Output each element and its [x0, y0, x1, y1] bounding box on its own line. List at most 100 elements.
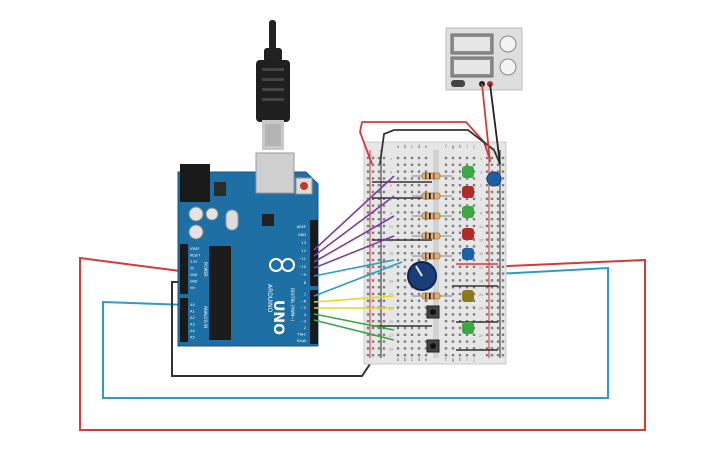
breadboard-hole[interactable] — [496, 204, 500, 207]
breadboard-hole[interactable] — [366, 211, 370, 214]
push-button[interactable] — [426, 339, 440, 353]
breadboard-hole[interactable] — [396, 163, 400, 166]
breadboard-hole[interactable] — [403, 197, 407, 200]
breadboard-hole[interactable] — [410, 347, 414, 350]
breadboard-hole[interactable] — [485, 258, 489, 262]
breadboard-hole[interactable] — [396, 245, 400, 248]
breadboard-hole[interactable] — [485, 313, 489, 316]
breadboard-hole[interactable] — [444, 238, 448, 241]
breadboard-hole[interactable] — [465, 224, 469, 228]
breadboard-hole[interactable] — [377, 245, 381, 248]
breadboard-hole[interactable] — [496, 190, 500, 194]
breadboard-hole[interactable] — [465, 286, 469, 289]
breadboard-hole[interactable] — [496, 258, 500, 262]
breadboard-hole[interactable] — [417, 218, 421, 221]
breadboard-hole[interactable] — [417, 170, 421, 173]
breadboard-hole[interactable] — [444, 177, 448, 180]
breadboard-hole[interactable] — [403, 170, 407, 173]
breadboard-hole[interactable] — [465, 320, 469, 323]
breadboard-hole[interactable] — [451, 313, 455, 316]
breadboard-hole[interactable] — [496, 286, 500, 289]
breadboard-hole[interactable] — [451, 190, 455, 194]
breadboard-hole[interactable] — [444, 231, 448, 234]
breadboard-hole[interactable] — [465, 163, 469, 166]
breadboard-hole[interactable] — [485, 170, 489, 173]
breadboard-hole[interactable] — [444, 190, 448, 194]
breadboard-hole[interactable] — [472, 286, 476, 289]
breadboard-hole[interactable] — [382, 190, 386, 194]
breadboard-hole[interactable] — [377, 170, 381, 173]
wire-purple[interactable] — [313, 215, 395, 263]
breadboard-hole[interactable] — [490, 354, 494, 357]
breadboard-hole[interactable] — [485, 184, 489, 187]
breadboard-hole[interactable] — [490, 211, 494, 214]
breadboard-hole[interactable] — [458, 320, 462, 323]
breadboard-hole[interactable] — [371, 258, 375, 262]
breadboard-hole[interactable] — [403, 190, 407, 194]
breadboard-hole[interactable] — [377, 177, 381, 180]
breadboard-hole[interactable] — [366, 218, 370, 221]
breadboard-hole[interactable] — [403, 231, 407, 234]
breadboard-hole[interactable] — [417, 333, 421, 336]
breadboard-hole[interactable] — [424, 320, 428, 323]
breadboard-hole[interactable] — [458, 272, 462, 275]
breadboard-hole[interactable] — [472, 204, 476, 207]
breadboard-hole[interactable] — [444, 170, 448, 173]
breadboard-hole[interactable] — [490, 320, 494, 323]
breadboard-hole[interactable] — [458, 265, 462, 268]
breadboard-hole[interactable] — [396, 204, 400, 207]
breadboard-hole[interactable] — [458, 286, 462, 289]
breadboard-hole[interactable] — [490, 197, 494, 200]
breadboard-hole[interactable] — [458, 340, 462, 343]
breadboard-hole[interactable] — [451, 184, 455, 187]
breadboard-hole[interactable] — [501, 340, 505, 343]
breadboard-hole[interactable] — [490, 252, 494, 255]
wire-green[interactable] — [313, 313, 395, 331]
breadboard-hole[interactable] — [403, 326, 407, 330]
breadboard-hole[interactable] — [501, 272, 505, 275]
breadboard-hole[interactable] — [424, 299, 428, 302]
breadboard-hole[interactable] — [396, 320, 400, 323]
breadboard-hole[interactable] — [451, 197, 455, 200]
breadboard-hole[interactable] — [501, 211, 505, 214]
breadboard-hole[interactable] — [451, 238, 455, 241]
breadboard-hole[interactable] — [417, 184, 421, 187]
breadboard-hole[interactable] — [485, 340, 489, 343]
breadboard-hole[interactable] — [472, 163, 476, 166]
power-switch[interactable] — [451, 80, 465, 87]
led-green[interactable] — [462, 166, 474, 178]
breadboard-hole[interactable] — [485, 211, 489, 214]
breadboard-hole[interactable] — [396, 224, 400, 228]
breadboard-hole[interactable] — [396, 211, 400, 214]
breadboard-hole[interactable] — [417, 306, 421, 309]
breadboard-hole[interactable] — [465, 218, 469, 221]
breadboard-hole[interactable] — [366, 184, 370, 187]
breadboard-hole[interactable] — [458, 245, 462, 248]
breadboard-hole[interactable] — [496, 326, 500, 330]
breadboard-hole[interactable] — [444, 224, 448, 228]
breadboard-hole[interactable] — [417, 292, 421, 296]
breadboard-hole[interactable] — [444, 197, 448, 200]
breadboard-hole[interactable] — [496, 333, 500, 336]
breadboard-hole[interactable] — [501, 190, 505, 194]
breadboard-hole[interactable] — [371, 197, 375, 200]
breadboard-hole[interactable] — [490, 204, 494, 207]
breadboard-hole[interactable] — [403, 265, 407, 268]
breadboard-hole[interactable] — [465, 156, 469, 160]
breadboard-hole[interactable] — [472, 265, 476, 268]
breadboard-hole[interactable] — [377, 292, 381, 296]
breadboard-hole[interactable] — [444, 326, 448, 330]
breadboard-hole[interactable] — [424, 333, 428, 336]
breadboard-hole[interactable] — [490, 306, 494, 309]
breadboard-hole[interactable] — [501, 306, 505, 309]
breadboard-hole[interactable] — [458, 252, 462, 255]
blue-signal-loop-wire[interactable] — [102, 266, 609, 399]
leds[interactable] — [462, 166, 474, 334]
breadboard-hole[interactable] — [485, 197, 489, 200]
breadboard-hole[interactable] — [490, 313, 494, 316]
breadboard-hole[interactable] — [382, 320, 386, 323]
breadboard-hole[interactable] — [444, 265, 448, 268]
breadboard-hole[interactable] — [501, 197, 505, 200]
breadboard-hole[interactable] — [472, 347, 476, 350]
